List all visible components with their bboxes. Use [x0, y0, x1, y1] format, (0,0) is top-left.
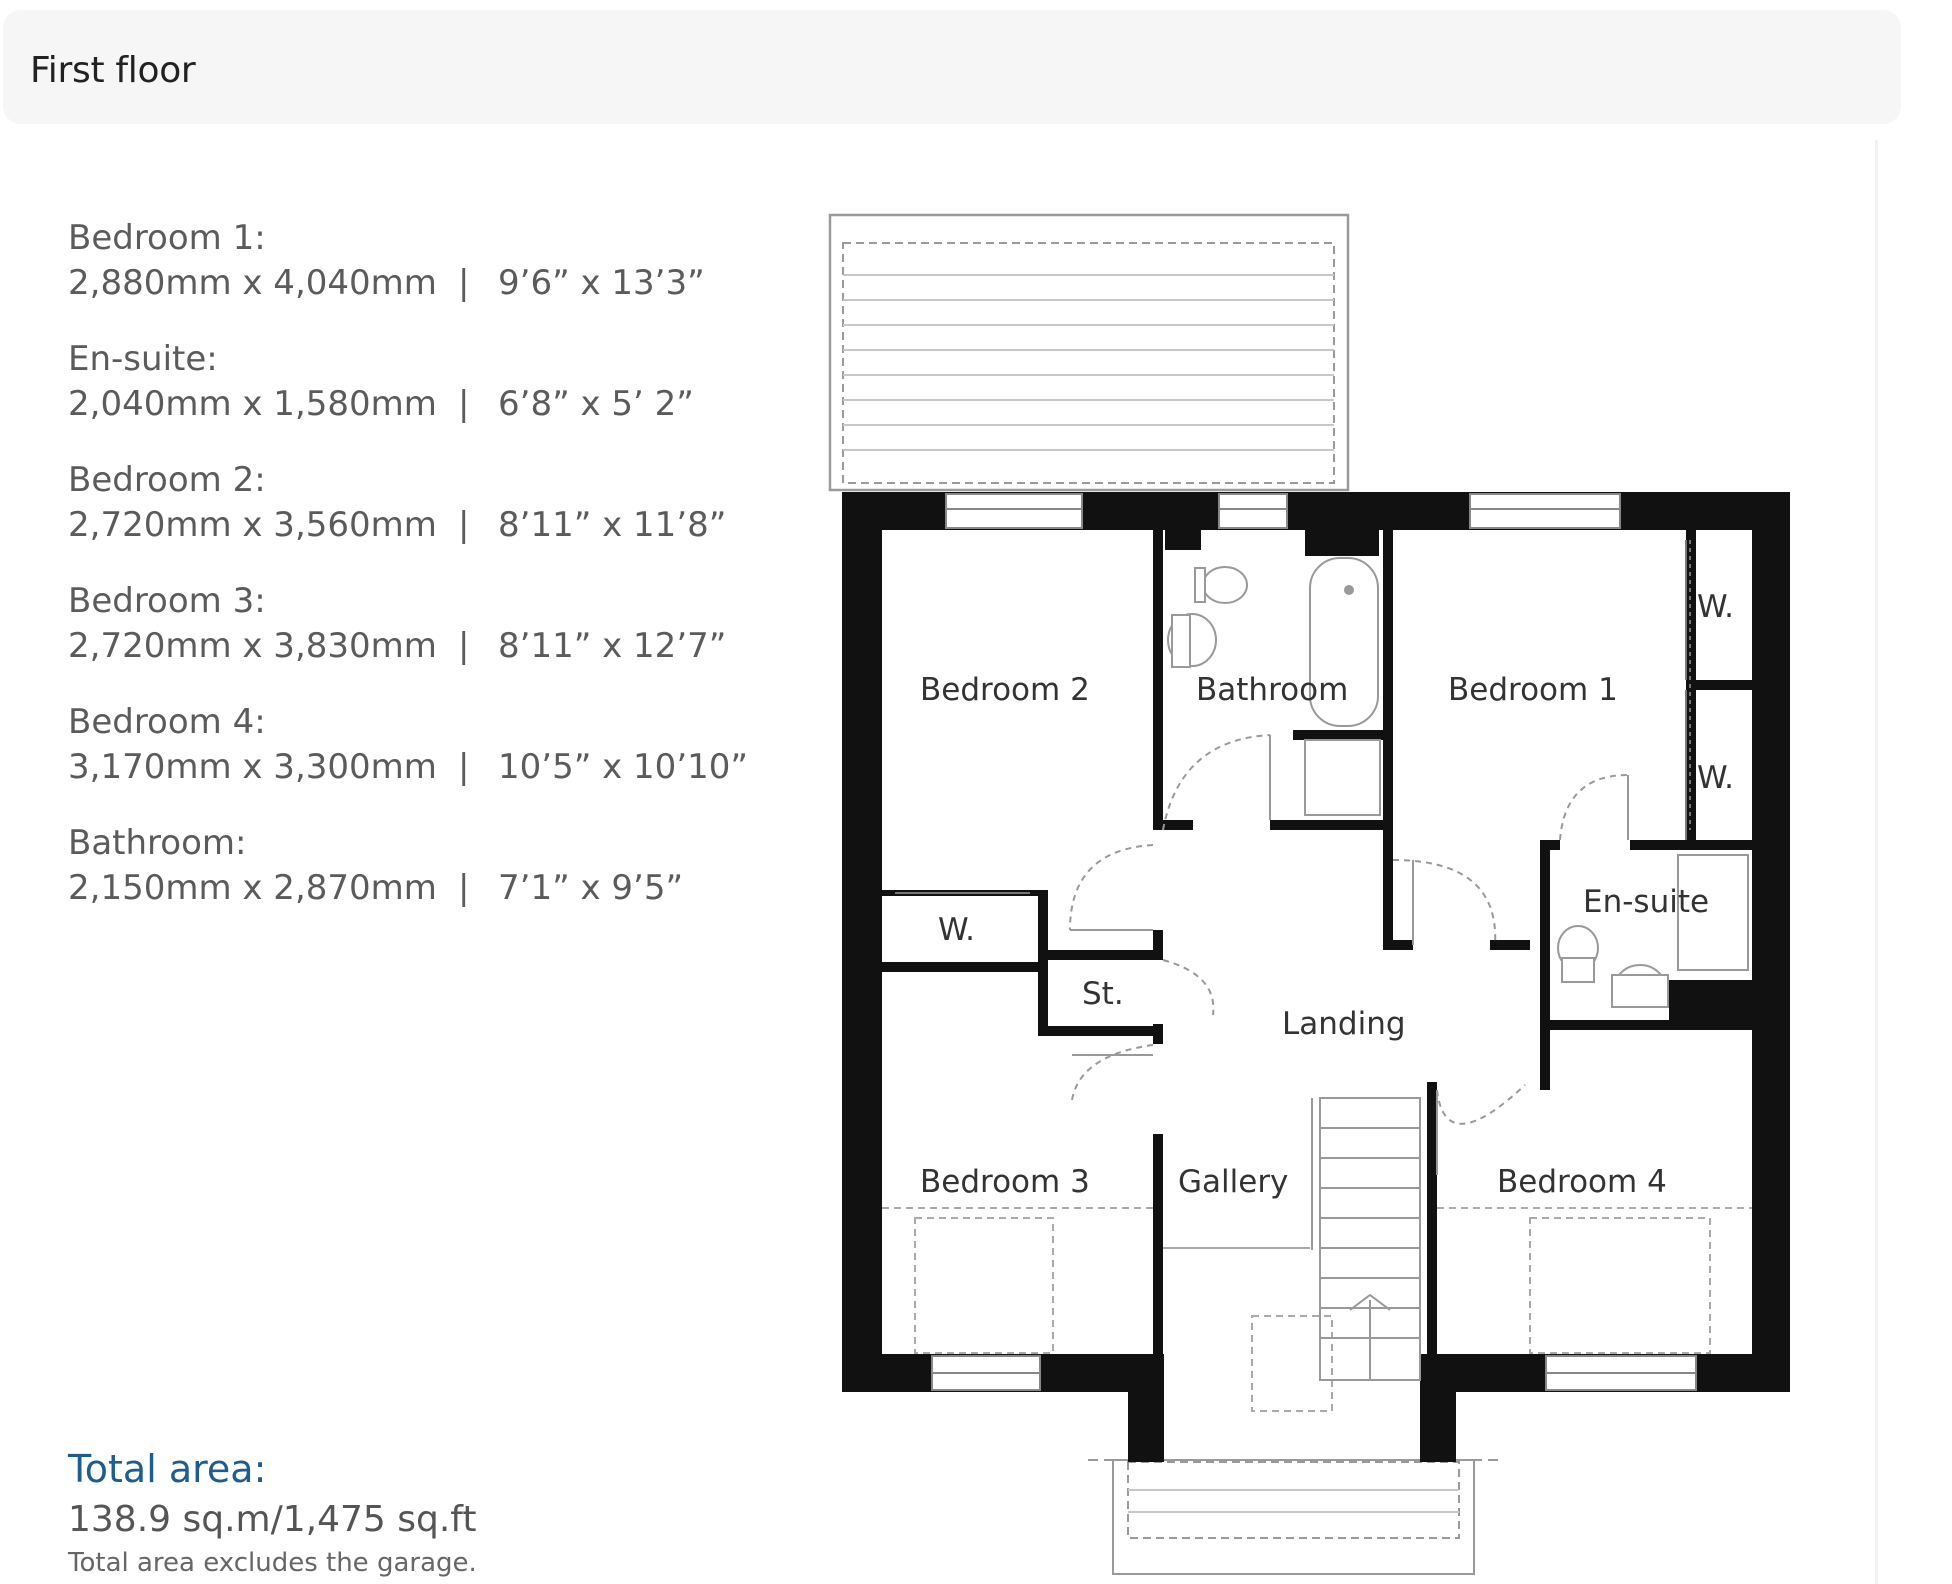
label-ensuite: En-suite	[1583, 884, 1709, 920]
wardrobe-fronts	[895, 540, 1691, 894]
floor-title: First floor	[30, 50, 196, 91]
room-name: Bedroom 4:	[68, 702, 266, 742]
windows	[931, 493, 1697, 1391]
label-bathroom: Bathroom	[1196, 672, 1348, 708]
external-walls	[842, 492, 1790, 1462]
label-wardrobe-bed1-lower: W.	[1697, 760, 1734, 796]
bathroom-fixtures	[1167, 557, 1381, 816]
room-imperial: 7’1” x 9’5”	[498, 868, 684, 908]
floor-header[interactable]: First floor	[3, 10, 1901, 124]
ensuite-fixtures	[1557, 854, 1749, 1008]
separator: |	[458, 505, 470, 545]
room-name: Bedroom 1:	[68, 218, 266, 258]
room-name: Bathroom:	[68, 823, 247, 863]
room-dimension-item: Bedroom 3: 2,720mm x 3,830mm | 8’11” x 12’…	[68, 579, 768, 700]
label-landing: Landing	[1282, 1006, 1406, 1042]
room-name: Bedroom 3:	[68, 581, 266, 621]
room-dimensions-list: Bedroom 1: 2,880mm x 4,040mm | 9’6” x 13’3…	[68, 216, 768, 942]
room-metric: 2,720mm x 3,830mm	[68, 626, 437, 666]
room-imperial: 8’11” x 11’8”	[498, 505, 727, 545]
label-bedroom-2: Bedroom 2	[920, 672, 1090, 708]
room-metric: 2,040mm x 1,580mm	[68, 384, 437, 424]
room-metric: 2,150mm x 2,870mm	[68, 868, 437, 908]
room-name: En-suite:	[68, 339, 218, 379]
room-imperial: 8’11” x 12’7”	[498, 626, 727, 666]
room-imperial: 9’6” x 13’3”	[498, 263, 705, 303]
total-area-value: 138.9 sq.m/1,475 sq.ft	[68, 1499, 477, 1540]
label-gallery: Gallery	[1178, 1164, 1288, 1200]
separator: |	[458, 384, 470, 424]
label-wardrobe-bed1-upper: W.	[1697, 589, 1734, 625]
label-wardrobe-bed2: W.	[938, 912, 975, 948]
dashed-outlines	[882, 1207, 1752, 1412]
room-name: Bedroom 2:	[68, 460, 266, 500]
door-swings	[1069, 734, 1629, 1175]
total-area: Total area: 138.9 sq.m/1,475 sq.ft Total…	[68, 1444, 477, 1580]
label-bedroom-1: Bedroom 1	[1448, 672, 1618, 708]
room-dimension-item: Bedroom 1: 2,880mm x 4,040mm | 9’6” x 13’3…	[68, 216, 768, 337]
room-dimension-item: Bedroom 2: 2,720mm x 3,560mm | 8’11” x 11’…	[68, 458, 768, 579]
porch-bottom	[1088, 1459, 1498, 1575]
room-dimension-item: En-suite: 2,040mm x 1,580mm | 6’8” x 5’ 2”	[68, 337, 768, 458]
total-area-label: Total area:	[68, 1447, 267, 1491]
separator: |	[458, 747, 470, 787]
room-dimension-item: Bathroom: 2,150mm x 2,870mm | 7’1” x 9’5”	[68, 821, 768, 942]
separator: |	[458, 626, 470, 666]
room-imperial: 6’8” x 5’ 2”	[498, 384, 694, 424]
room-dimension-item: Bedroom 4: 3,170mm x 3,300mm | 10’5” x 10’…	[68, 700, 768, 821]
label-store: St.	[1082, 976, 1124, 1012]
separator: |	[458, 263, 470, 303]
separator: |	[458, 868, 470, 908]
room-imperial: 10’5” x 10’10”	[498, 747, 749, 787]
label-bedroom-3: Bedroom 3	[920, 1164, 1090, 1200]
label-bedroom-4: Bedroom 4	[1497, 1164, 1667, 1200]
room-metric: 3,170mm x 3,300mm	[68, 747, 437, 787]
room-metric: 2,880mm x 4,040mm	[68, 263, 437, 303]
staircase	[1311, 1097, 1421, 1381]
terrace-top	[828, 213, 1350, 492]
right-edge-strip	[1875, 0, 1952, 1584]
total-area-note: Total area excludes the garage.	[68, 1548, 477, 1578]
room-metric: 2,720mm x 3,560mm	[68, 505, 437, 545]
